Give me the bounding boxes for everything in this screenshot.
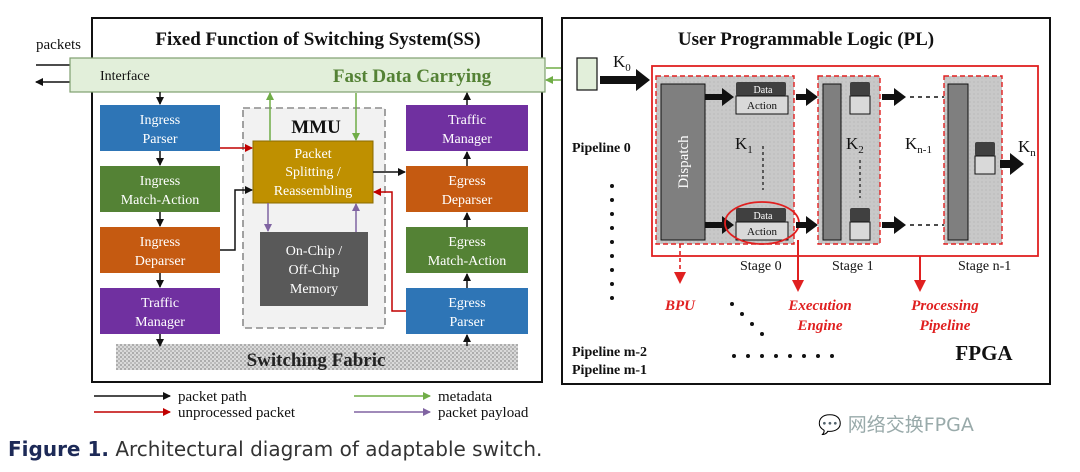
svg-text:Traffic: Traffic (141, 296, 179, 311)
legend-metadata: metadata (438, 389, 492, 405)
fpga-label: FPGA (955, 341, 1013, 365)
k2-label: K2 (846, 134, 864, 156)
stage-n1-label: Stage n-1 (958, 259, 1011, 274)
dispatch-box (660, 83, 706, 241)
egress-parser-box: Egress Parser (406, 288, 528, 334)
svg-text:Egress: Egress (448, 235, 485, 250)
wechat-icon: 💬 (818, 414, 842, 436)
svg-text:Egress: Egress (448, 296, 485, 311)
svg-text:Action: Action (747, 226, 777, 238)
svg-text:Egress: Egress (448, 174, 485, 189)
pl-input-buffer (576, 57, 598, 91)
legend-packet-payload: packet payload (438, 405, 529, 421)
svg-text:Match-Action: Match-Action (428, 254, 507, 269)
dispatch-label: Dispatch (676, 135, 692, 189)
interface-bar (69, 57, 546, 93)
ingress-parser-box: Ingress Parser (100, 105, 220, 151)
svg-text:Ingress: Ingress (140, 235, 180, 250)
k1-label: K1 (735, 134, 753, 156)
memory-box: On-Chip / Off-Chip Memory (260, 232, 368, 306)
pipeline-m2-label: Pipeline m-2 (572, 345, 647, 360)
pipeline-m1-label: Pipeline m-1 (572, 363, 647, 378)
architecture-diagram: Fixed Function of Switching System(SS) p… (35, 17, 1051, 421)
processing-pipeline-frame (651, 65, 1039, 257)
svg-text:Data: Data (754, 211, 773, 222)
svg-text:Memory: Memory (290, 282, 338, 297)
pl-title: User Programmable Logic (PL) (678, 29, 934, 50)
egress-deparser-box: Egress Deparser (406, 166, 528, 212)
svg-text:Packet: Packet (294, 147, 331, 162)
svg-text:Parser: Parser (450, 315, 485, 330)
stage0-bottom-data-action: Data Action (735, 208, 789, 241)
processing-label-2: Pipeline (920, 318, 971, 334)
stage0-top-data-action: Data Action (735, 82, 789, 115)
figure-number: Figure 1. (8, 437, 109, 461)
kn1-label: Kn-1 (905, 134, 932, 156)
watermark: 💬 网络交换FPGA (818, 414, 974, 436)
interface-label: Interface (100, 69, 150, 84)
execution-label-1: Execution (787, 298, 851, 314)
svg-text:Traffic: Traffic (448, 113, 486, 128)
svg-text:Manager: Manager (442, 132, 492, 147)
svg-text:Ingress: Ingress (140, 113, 180, 128)
svg-text:On-Chip /: On-Chip / (286, 244, 343, 259)
svg-text:Deparser: Deparser (135, 254, 186, 269)
svg-text:Ingress: Ingress (140, 174, 180, 189)
packet-splitting-box: Packet Splitting / Reassembling (252, 140, 374, 204)
execution-label-2: Engine (796, 318, 842, 334)
stage-0-label: Stage 0 (740, 259, 782, 274)
mmu-label: MMU (291, 117, 341, 138)
svg-text:Parser: Parser (143, 132, 178, 147)
figure-caption: Figure 1. Architectural diagram of adapt… (8, 437, 542, 461)
kn-label: Kn (1018, 137, 1036, 159)
pipeline-ellipsis-diagonal (730, 302, 764, 336)
svg-text:Off-Chip: Off-Chip (288, 263, 339, 278)
egress-match-action-box: Egress Match-Action (406, 227, 528, 273)
ss-title: Fixed Function of Switching System(SS) (155, 29, 480, 50)
switching-fabric-label: Switching Fabric (247, 350, 386, 371)
fast-data-label: Fast Data Carrying (333, 66, 492, 87)
legend-packet-path: packet path (178, 389, 247, 405)
kn-arrow (1000, 153, 1024, 175)
k0-arrow (600, 69, 650, 91)
pipeline-ellipsis-vertical (610, 184, 614, 300)
svg-text:Reassembling: Reassembling (274, 184, 353, 199)
stage-1-label: Stage 1 (832, 259, 874, 274)
ingress-deparser-box: Ingress Deparser (100, 227, 220, 273)
svg-text:Manager: Manager (135, 315, 185, 330)
svg-text:Splitting /: Splitting / (285, 165, 341, 180)
svg-text:Action: Action (747, 100, 777, 112)
svg-text:Deparser: Deparser (442, 193, 493, 208)
pipeline-ellipsis-horizontal (732, 354, 834, 358)
svg-text:Match-Action: Match-Action (121, 193, 200, 208)
ingress-traffic-manager-box: Traffic Manager (100, 288, 220, 334)
bpu-label: BPU (664, 298, 696, 314)
svg-text:Data: Data (754, 85, 773, 96)
k0-label: K0 (613, 52, 631, 74)
caption-text: Architectural diagram of adaptable switc… (115, 437, 543, 461)
pipeline-0-label: Pipeline 0 (572, 141, 631, 156)
legend-unprocessed-packet: unprocessed packet (178, 405, 296, 421)
processing-label-1: Processing (911, 298, 979, 314)
packets-label: packets (36, 37, 81, 53)
egress-traffic-manager-box: Traffic Manager (406, 105, 528, 151)
ingress-match-action-box: Ingress Match-Action (100, 166, 220, 212)
switching-fabric-bar (116, 344, 518, 370)
